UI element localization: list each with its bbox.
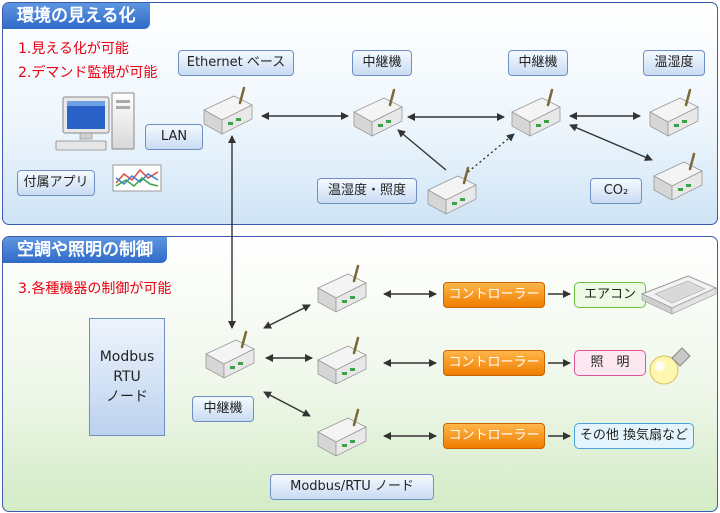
visualization-title: 環境の見える化 [3, 3, 150, 29]
modbus-line-3: ノード [106, 389, 148, 405]
controller-aircon: コントローラー [443, 282, 545, 308]
temp-humid-lux-sensor-icon [426, 166, 478, 216]
ethernet-base-label: Ethernet ベース [178, 50, 294, 76]
temp-humid-lux-label: 温湿度・照度 [317, 178, 417, 204]
pc-icon [55, 92, 135, 151]
temp-humid-sensor-icon [648, 88, 700, 138]
relay-bottom-label: 中継機 [192, 396, 254, 422]
air-conditioner-icon [640, 275, 718, 315]
aircon-label: エアコン [574, 282, 646, 308]
co2-label: CO₂ [590, 178, 642, 204]
light-bulb-icon [649, 347, 691, 385]
modbus-node-2-icon [316, 336, 368, 386]
ethernet-base-node-icon [202, 86, 254, 136]
co2-sensor-icon [652, 152, 704, 202]
app-label: 付属アプリ [17, 170, 95, 196]
relay-node-2-icon [510, 88, 562, 138]
graph-icon [112, 164, 162, 192]
relay-2-label: 中継機 [508, 50, 568, 76]
point-2: 2.デマンド監視が可能 [18, 65, 158, 81]
modbus-node-1-icon [316, 264, 368, 314]
point-1: 1.見える化が可能 [18, 41, 129, 57]
relay-node-1-icon [352, 88, 404, 138]
modbus-node-3-icon [316, 408, 368, 458]
modbus-rtu-node-box: Modbus RTU ノード [89, 318, 165, 436]
point-3: 3.各種機器の制御が可能 [18, 281, 172, 297]
other-device-label: その他 換気扇など [574, 423, 694, 449]
lan-label: LAN [145, 124, 203, 150]
temp-humid-label: 温湿度 [643, 50, 705, 76]
modbus-line-1: Modbus [99, 349, 155, 365]
relay-1-label: 中継機 [352, 50, 412, 76]
controller-light: コントローラー [443, 350, 545, 376]
control-title: 空調や照明の制御 [3, 237, 167, 263]
controller-other: コントローラー [443, 423, 545, 449]
light-label: 照 明 [574, 350, 646, 376]
modbus-line-2: RTU [113, 369, 141, 385]
relay-node-bottom-icon [204, 330, 256, 380]
modbus-node-label: Modbus/RTU ノード [270, 474, 434, 500]
